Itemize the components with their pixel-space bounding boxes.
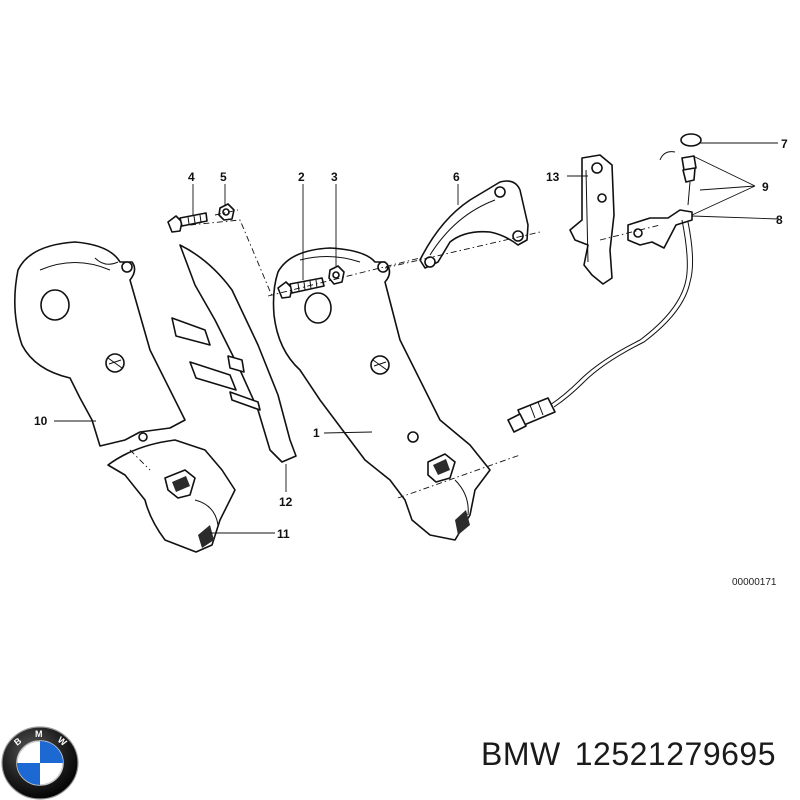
timing-cover-upper-front	[272, 247, 491, 541]
bolt-2	[277, 277, 325, 299]
bolt-4	[167, 212, 208, 233]
callout-5: 5	[220, 170, 227, 184]
bmw-roundel-icon: B M W	[1, 726, 79, 800]
washer-5	[218, 203, 235, 221]
callout-labels: 1 2 3 4 5 6 7 8 9 10 11 12 13	[34, 137, 788, 541]
callout-2: 2	[298, 170, 305, 184]
svg-text:B: B	[12, 735, 24, 747]
callout-13: 13	[546, 170, 560, 184]
callout-6: 6	[453, 170, 460, 184]
washer-3	[328, 265, 345, 285]
sensor-plate-13	[569, 154, 615, 285]
timing-cover-upper-rear	[14, 241, 186, 447]
callout-12: 12	[279, 495, 293, 509]
brand-name: BMW	[481, 736, 561, 772]
callout-1: 1	[313, 426, 320, 440]
svg-text:M: M	[35, 729, 43, 739]
mounting-bracket-6	[419, 180, 529, 269]
assembly-lines	[129, 209, 661, 499]
callout-7: 7	[781, 137, 788, 151]
sensor-assembly	[507, 133, 702, 433]
footer-brand: BMW 12521279695	[481, 736, 776, 773]
timing-cover-lower-rear	[107, 432, 236, 553]
callout-3: 3	[331, 170, 338, 184]
cover-gasket-strip	[171, 244, 297, 463]
callout-8: 8	[776, 213, 783, 227]
callout-4: 4	[188, 170, 195, 184]
part-number: 12521279695	[574, 736, 776, 772]
figure-code: 00000171	[732, 577, 777, 588]
callout-10: 10	[34, 414, 48, 428]
leader-lines	[54, 142, 779, 534]
callout-11: 11	[277, 527, 290, 541]
callout-9: 9	[762, 180, 769, 194]
